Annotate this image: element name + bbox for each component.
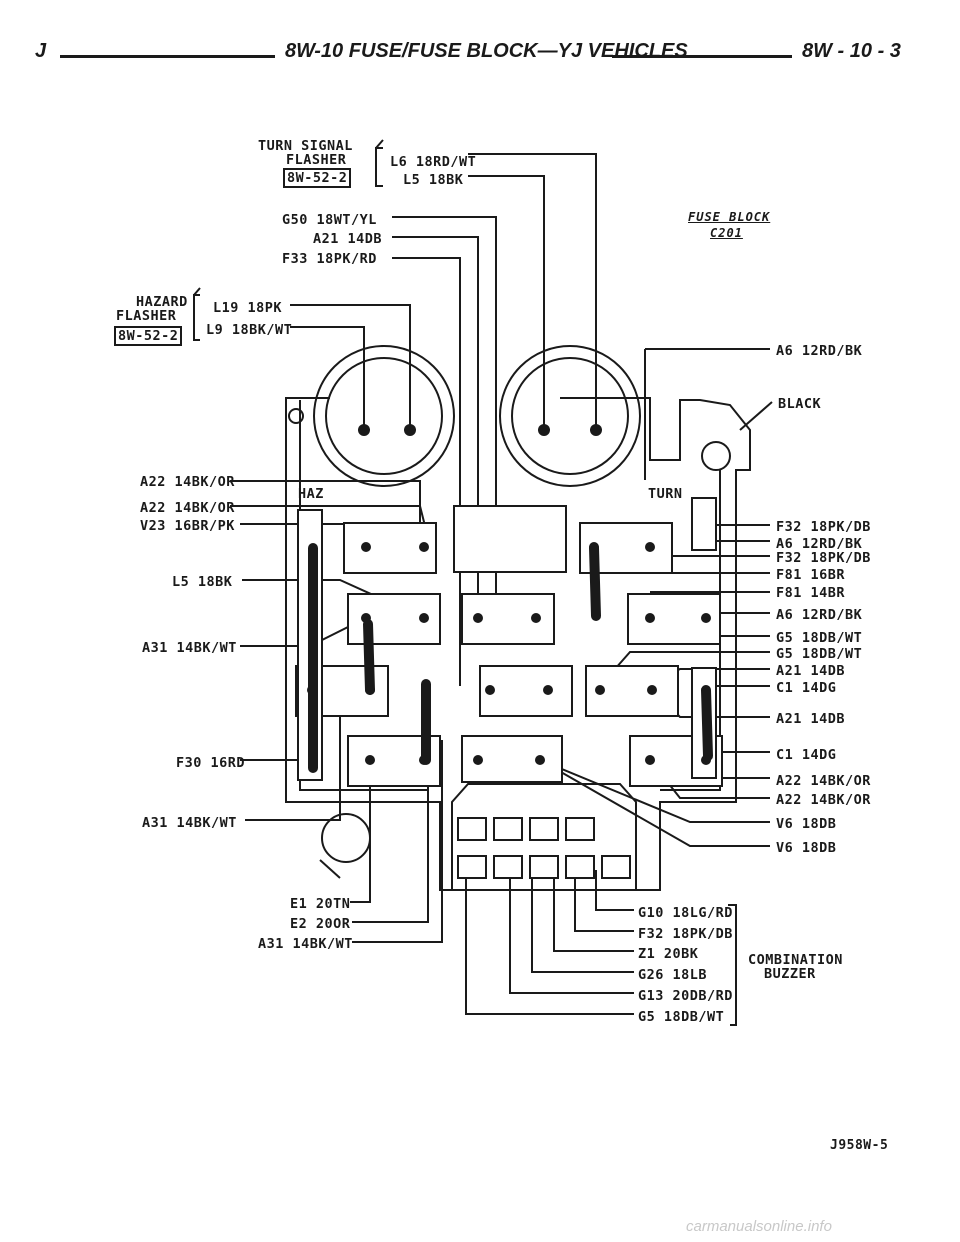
wire-label: F32 18PK/DB bbox=[638, 926, 733, 942]
wire-label: A21 14DB bbox=[313, 231, 383, 247]
wire-label: G10 18LG/RD bbox=[638, 905, 733, 921]
wire-label: A22 14BK/OR bbox=[776, 773, 871, 789]
connector-cavity bbox=[529, 817, 559, 841]
connector-cavity bbox=[493, 817, 523, 841]
wire-label: E2 20OR bbox=[290, 916, 351, 932]
wire-label: F33 18PK/RD bbox=[282, 251, 377, 267]
wire-label: V6 18DB bbox=[776, 840, 837, 856]
watermark: carmanualsonline.info bbox=[686, 1218, 832, 1235]
fuse-block-connector: C201 bbox=[710, 226, 743, 240]
hazard-flasher-bracket bbox=[193, 294, 200, 341]
hazard-flasher-label-1: HAZARD bbox=[136, 294, 188, 310]
wire-label: Z1 20BK bbox=[638, 946, 699, 962]
bus-bar bbox=[363, 619, 375, 695]
wire-label: F30 16RD bbox=[176, 755, 246, 771]
header-rule-right bbox=[612, 55, 792, 58]
fuse-block-outline bbox=[285, 397, 751, 891]
fuse-cavity bbox=[453, 505, 567, 573]
wire-label: A31 14BK/WT bbox=[258, 936, 353, 952]
hazard-flasher-ref: 8W-52-2 bbox=[114, 326, 183, 346]
wire-label: F81 14BR bbox=[776, 585, 846, 601]
wire-label: V23 16BR/PK bbox=[140, 518, 235, 534]
wire-label: G50 18WT/YL bbox=[282, 212, 377, 228]
wire-label: A22 14BK/OR bbox=[140, 474, 235, 490]
wire-label: BLACK bbox=[778, 396, 822, 412]
wire-label: L5 18BK bbox=[172, 574, 233, 590]
wire-label: V6 18DB bbox=[776, 816, 837, 832]
wire-label: C1 14DG bbox=[776, 747, 837, 763]
wire-label: A6 12RD/BK bbox=[776, 536, 863, 552]
wire-label: G5 18DB/WT bbox=[776, 630, 863, 646]
header-rule-left bbox=[60, 55, 275, 58]
page-title: 8W-10 FUSE/FUSE BLOCK—YJ VEHICLES bbox=[285, 40, 688, 62]
wire-label: A22 14BK/OR bbox=[140, 500, 235, 516]
connector-cavity bbox=[601, 855, 631, 879]
fuse-block-title: FUSE BLOCK bbox=[688, 210, 771, 224]
wire-label: L9 18BK/WT bbox=[206, 322, 293, 338]
wire-label: G5 18DB/WT bbox=[638, 1009, 725, 1025]
wire-label: A31 14BK/WT bbox=[142, 640, 237, 656]
header-letter: J bbox=[35, 40, 47, 62]
wire-label: A6 12RD/BK bbox=[776, 607, 863, 623]
wire-label: A6 12RD/BK bbox=[776, 343, 863, 359]
combination-buzzer-label-2: BUZZER bbox=[764, 966, 816, 982]
wire-label: L19 18PK bbox=[213, 300, 283, 316]
hazard-flasher-label-2: FLASHER bbox=[116, 308, 177, 324]
connector-cavity bbox=[565, 855, 595, 879]
combination-buzzer-label-1: COMBINATION bbox=[748, 952, 843, 968]
connector-cavity bbox=[493, 855, 523, 879]
page-number: 8W - 10 - 3 bbox=[802, 40, 901, 62]
wire-label: G5 18DB/WT bbox=[776, 646, 863, 662]
fuse-cavity bbox=[585, 665, 679, 717]
wire-label: L5 18BK bbox=[403, 172, 464, 188]
connector-cavity bbox=[565, 817, 595, 841]
figure-id: J958W-5 bbox=[830, 1138, 889, 1153]
bus-bar bbox=[589, 543, 601, 621]
wire-label: F81 16BR bbox=[776, 567, 846, 583]
wire-label: A31 14BK/WT bbox=[142, 815, 237, 831]
turn-flasher-socket bbox=[499, 345, 641, 487]
wire-label: A22 14BK/OR bbox=[776, 792, 871, 808]
wire-label: E1 20TN bbox=[290, 896, 351, 912]
turn-flasher-bracket bbox=[375, 147, 383, 187]
wire-label: F32 18PK/DB bbox=[776, 550, 871, 566]
turn-signal-flasher-ref: 8W-52-2 bbox=[283, 168, 352, 188]
bus-bar bbox=[701, 685, 713, 761]
wire-label: A21 14DB bbox=[776, 663, 846, 679]
turn-label: TURN bbox=[648, 486, 683, 502]
wire-label: G26 18LB bbox=[638, 967, 708, 983]
connector-cavity bbox=[457, 855, 487, 879]
connector-cavity bbox=[529, 855, 559, 879]
wire-label: C1 14DG bbox=[776, 680, 837, 696]
hazard-flasher-socket bbox=[313, 345, 455, 487]
connector-cavity bbox=[457, 817, 487, 841]
haz-label: HAZ bbox=[298, 486, 324, 502]
turn-signal-flasher-label-1: TURN SIGNAL bbox=[258, 138, 353, 154]
wire-label: G13 20DB/RD bbox=[638, 988, 733, 1004]
wire-label: F32 18PK/DB bbox=[776, 519, 871, 535]
wire-label: A21 14DB bbox=[776, 711, 846, 727]
fuse-cavity bbox=[479, 665, 573, 717]
wire-label: L6 18RD/WT bbox=[390, 154, 477, 170]
turn-signal-flasher-label-2: FLASHER bbox=[286, 152, 347, 168]
